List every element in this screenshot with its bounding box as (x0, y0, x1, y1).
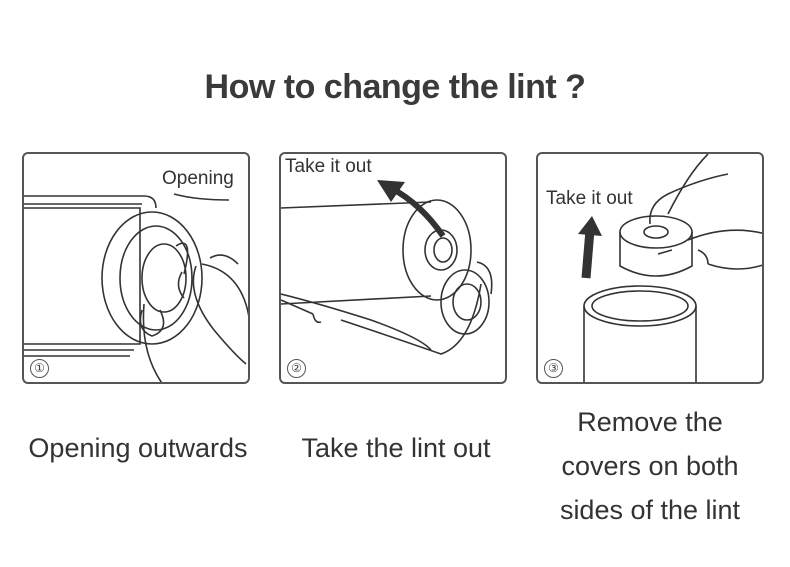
step-number: ② (287, 359, 306, 378)
step-3-illustration: Take it out ③ (536, 152, 764, 384)
step-2-illustration: Take it out ② (279, 152, 507, 384)
caption-line: Remove the (577, 407, 723, 437)
step-number: ③ (544, 359, 563, 378)
step-3-drawing (578, 154, 762, 382)
take-it-out-label: Take it out (285, 156, 372, 178)
step-2-caption: Take the lint out (301, 433, 491, 463)
page-title: How to change the lint ? (204, 68, 586, 106)
step-1-drawing (24, 193, 248, 382)
opening-label: Opening (162, 168, 234, 190)
step-1-caption: Opening outwards (28, 433, 248, 463)
step-3-caption: Remove the covers on both sides of the l… (530, 400, 770, 532)
take-it-out-label: Take it out (546, 188, 633, 210)
caption-line: covers on both (561, 451, 739, 481)
caption-line: sides of the lint (559, 495, 741, 525)
step-2-drawing (281, 180, 493, 355)
step-number: ① (30, 359, 49, 378)
step-1-illustration: Opening ① (22, 152, 250, 384)
